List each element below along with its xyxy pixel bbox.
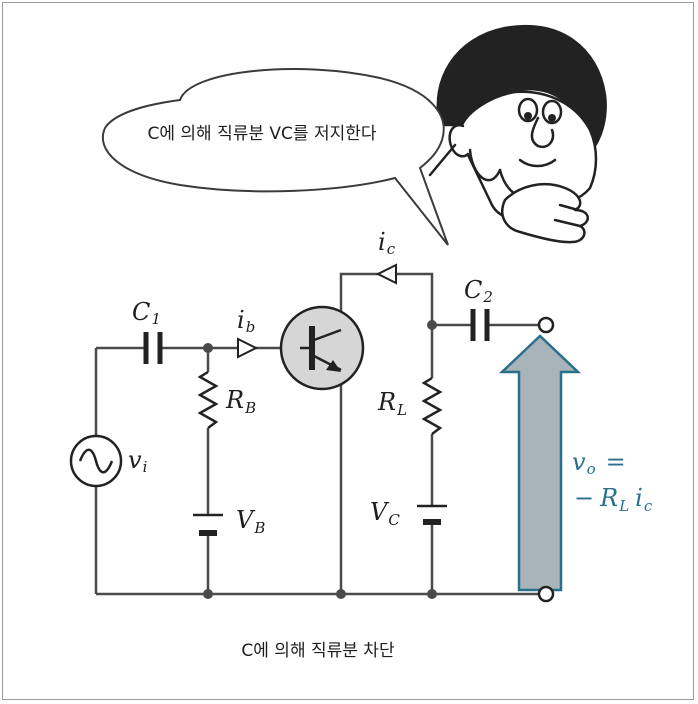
capacitor-c1 [143,332,163,364]
output-terminal-bottom [537,585,555,603]
label-c1: C1 [132,298,161,328]
ib-arrow-icon [237,337,259,359]
label-vb: VB [236,506,265,537]
speech-bubble [102,68,449,246]
label-ib: ib [237,306,255,336]
left-eye [517,97,539,123]
mouth [518,158,557,168]
label-ic: ic [378,228,396,258]
label-c2: C2 [464,276,493,306]
face [460,90,598,204]
label-vi: vi [128,446,148,476]
battery-vb [193,513,223,536]
ic-arrow-icon [375,263,397,285]
right-eye [541,99,563,125]
cartoon-character [428,24,607,244]
output-terminal-top [537,316,555,334]
nose [530,116,555,149]
battery-vc [417,504,447,525]
figure-caption: C에 의해 직류분 차단 [241,641,395,661]
output-voltage-arrow [498,334,582,592]
hand [501,182,589,244]
resistor-rl [421,376,443,435]
ear [448,124,470,158]
junction-dots [203,320,437,599]
label-vo-line1: vo= [572,448,626,478]
label-vc: VC [370,498,400,529]
label-rl: RL [377,388,407,419]
ac-source-vi [69,434,123,488]
resistor-rb [197,370,219,429]
speech-bubble-text: C에 의해 직류분 VC를 저지한다 [147,124,376,144]
hair [436,24,607,152]
capacitor-c2 [470,309,490,341]
label-rb: RB [225,386,256,417]
transistor [279,305,365,391]
